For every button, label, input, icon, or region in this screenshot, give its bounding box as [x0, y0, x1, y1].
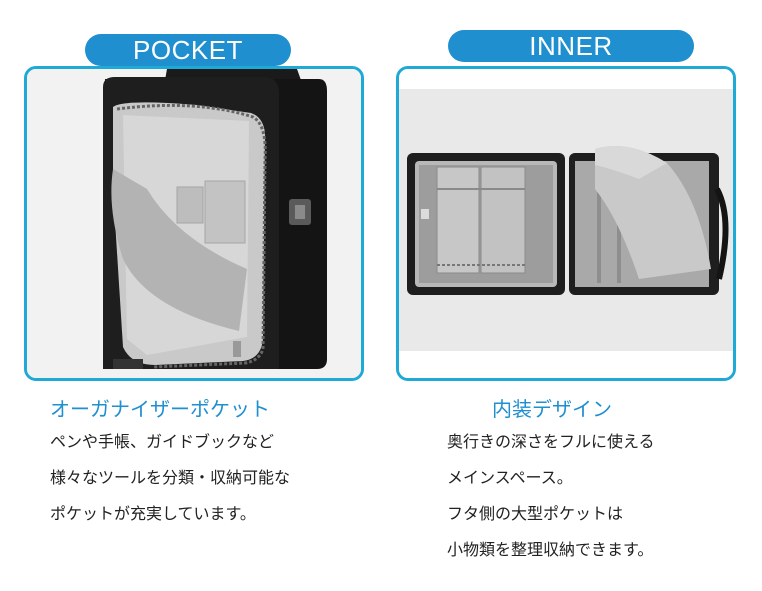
inner-label: INNER [448, 30, 694, 62]
pocket-description-line: 様々なツールを分類・収納可能な [50, 468, 291, 487]
inner-description-line: 小物類を整理収納できます。 [447, 540, 654, 559]
inner-description-line: 奥行きの深さをフルに使える [447, 432, 655, 451]
pocket-description: ペンや手帳、ガイドブックなど 様々なツールを分類・収納可能な ポケットが充実して… [50, 424, 290, 532]
inner-description: 奥行きの深さをフルに使える メインスペース。 フタ側の大型ポケットは 小物類を整… [447, 424, 655, 568]
pocket-description-line: ポケットが充実しています。 [50, 504, 256, 523]
inner-description-line: メインスペース。 [447, 468, 573, 487]
inner-description-line: フタ側の大型ポケットは [447, 504, 624, 523]
inner-photo [399, 69, 733, 378]
pocket-description-line: ペンや手帳、ガイドブックなど [50, 432, 275, 451]
inner-heading: 内装デザイン [492, 397, 612, 421]
pocket-photo-frame [24, 66, 364, 381]
pocket-heading: オーガナイザーポケット [50, 397, 270, 421]
inner-photo-frame [396, 66, 736, 381]
pocket-photo [27, 69, 361, 378]
pocket-label: POCKET [85, 34, 291, 66]
